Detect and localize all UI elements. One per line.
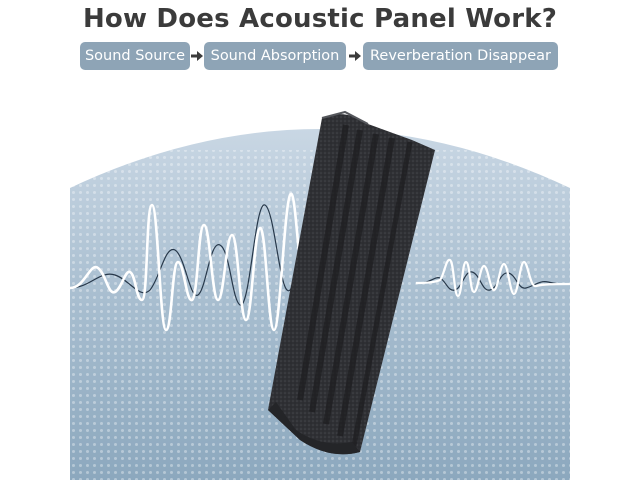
sound-wave-dark bbox=[69, 204, 311, 306]
page-title: How Does Acoustic Panel Work? bbox=[82, 4, 558, 34]
process-steps: Sound Source Sound Absorption Reverberat… bbox=[0, 42, 640, 70]
step-sound-absorption: Sound Absorption bbox=[204, 42, 346, 70]
step-sound-source: Sound Source bbox=[80, 42, 190, 70]
sound-wave-dark-out bbox=[419, 271, 571, 291]
acoustic-foam-panel bbox=[268, 110, 435, 455]
sound-wave-white bbox=[69, 192, 366, 332]
arrow-right-icon bbox=[191, 51, 203, 61]
sound-wave-white-out bbox=[415, 258, 571, 298]
arrow-right-icon bbox=[349, 51, 361, 61]
step-reverberation-disappear: Reverberation Disappear bbox=[363, 42, 558, 70]
